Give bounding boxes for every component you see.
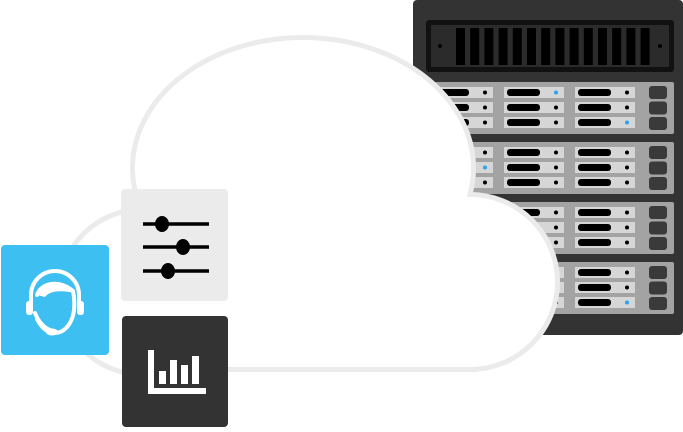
rack-button[interactable] (649, 86, 667, 99)
status-led (625, 120, 629, 125)
status-led (554, 240, 558, 245)
drive-bay (575, 102, 635, 113)
status-led (625, 150, 629, 155)
rack-button[interactable] (649, 177, 667, 190)
rack-button[interactable] (649, 266, 667, 279)
status-led (625, 225, 629, 230)
rack-button[interactable] (649, 281, 667, 295)
rack-button[interactable] (649, 117, 667, 130)
drive-bay (575, 147, 635, 158)
rack-button[interactable] (649, 146, 667, 159)
status-led (625, 300, 629, 305)
rack-button[interactable] (649, 161, 667, 175)
drive-bay (504, 117, 564, 128)
rack-button[interactable] (649, 206, 667, 219)
status-led (483, 150, 487, 155)
support-tile[interactable] (1, 245, 109, 355)
drive-bay (575, 222, 635, 233)
sliders-icon (143, 216, 209, 279)
rack-button[interactable] (649, 237, 667, 250)
status-led (625, 165, 629, 170)
drive-bay (575, 207, 635, 218)
drive-bay (504, 102, 564, 113)
status-led (554, 150, 558, 155)
status-led (554, 225, 558, 230)
settings-tile[interactable] (121, 189, 228, 301)
status-led (554, 120, 558, 125)
status-led (625, 90, 629, 95)
status-led (483, 105, 487, 110)
bar-chart-icon (148, 350, 206, 394)
drive-bay (575, 87, 635, 98)
status-led (625, 285, 629, 290)
status-led (483, 165, 487, 170)
rack-top-vent-panel (426, 20, 674, 72)
drive-bay (575, 237, 635, 248)
analytics-tile[interactable] (122, 316, 228, 427)
drive-bay (504, 87, 564, 98)
rack-button[interactable] (649, 221, 667, 235)
status-led (483, 180, 487, 185)
rack-button[interactable] (649, 297, 667, 310)
rack-button[interactable] (649, 101, 667, 115)
status-led (625, 180, 629, 185)
drive-bay (575, 177, 635, 188)
status-led (625, 270, 629, 275)
status-led (483, 120, 487, 125)
drive-bay (504, 177, 564, 188)
status-led (554, 180, 558, 185)
drive-bay (575, 282, 635, 293)
drive-bay (575, 267, 635, 278)
status-led (554, 90, 558, 95)
drive-bay (504, 162, 564, 173)
drive-bay (575, 117, 635, 128)
status-led (625, 105, 629, 110)
headset-agent-icon (26, 269, 84, 336)
status-led (483, 90, 487, 95)
drive-bay (575, 297, 635, 308)
status-led (625, 240, 629, 245)
drive-bay (504, 147, 564, 158)
status-led (554, 210, 558, 215)
drive-bay (575, 162, 635, 173)
status-led (554, 165, 558, 170)
status-led (554, 105, 558, 110)
status-led (625, 210, 629, 215)
